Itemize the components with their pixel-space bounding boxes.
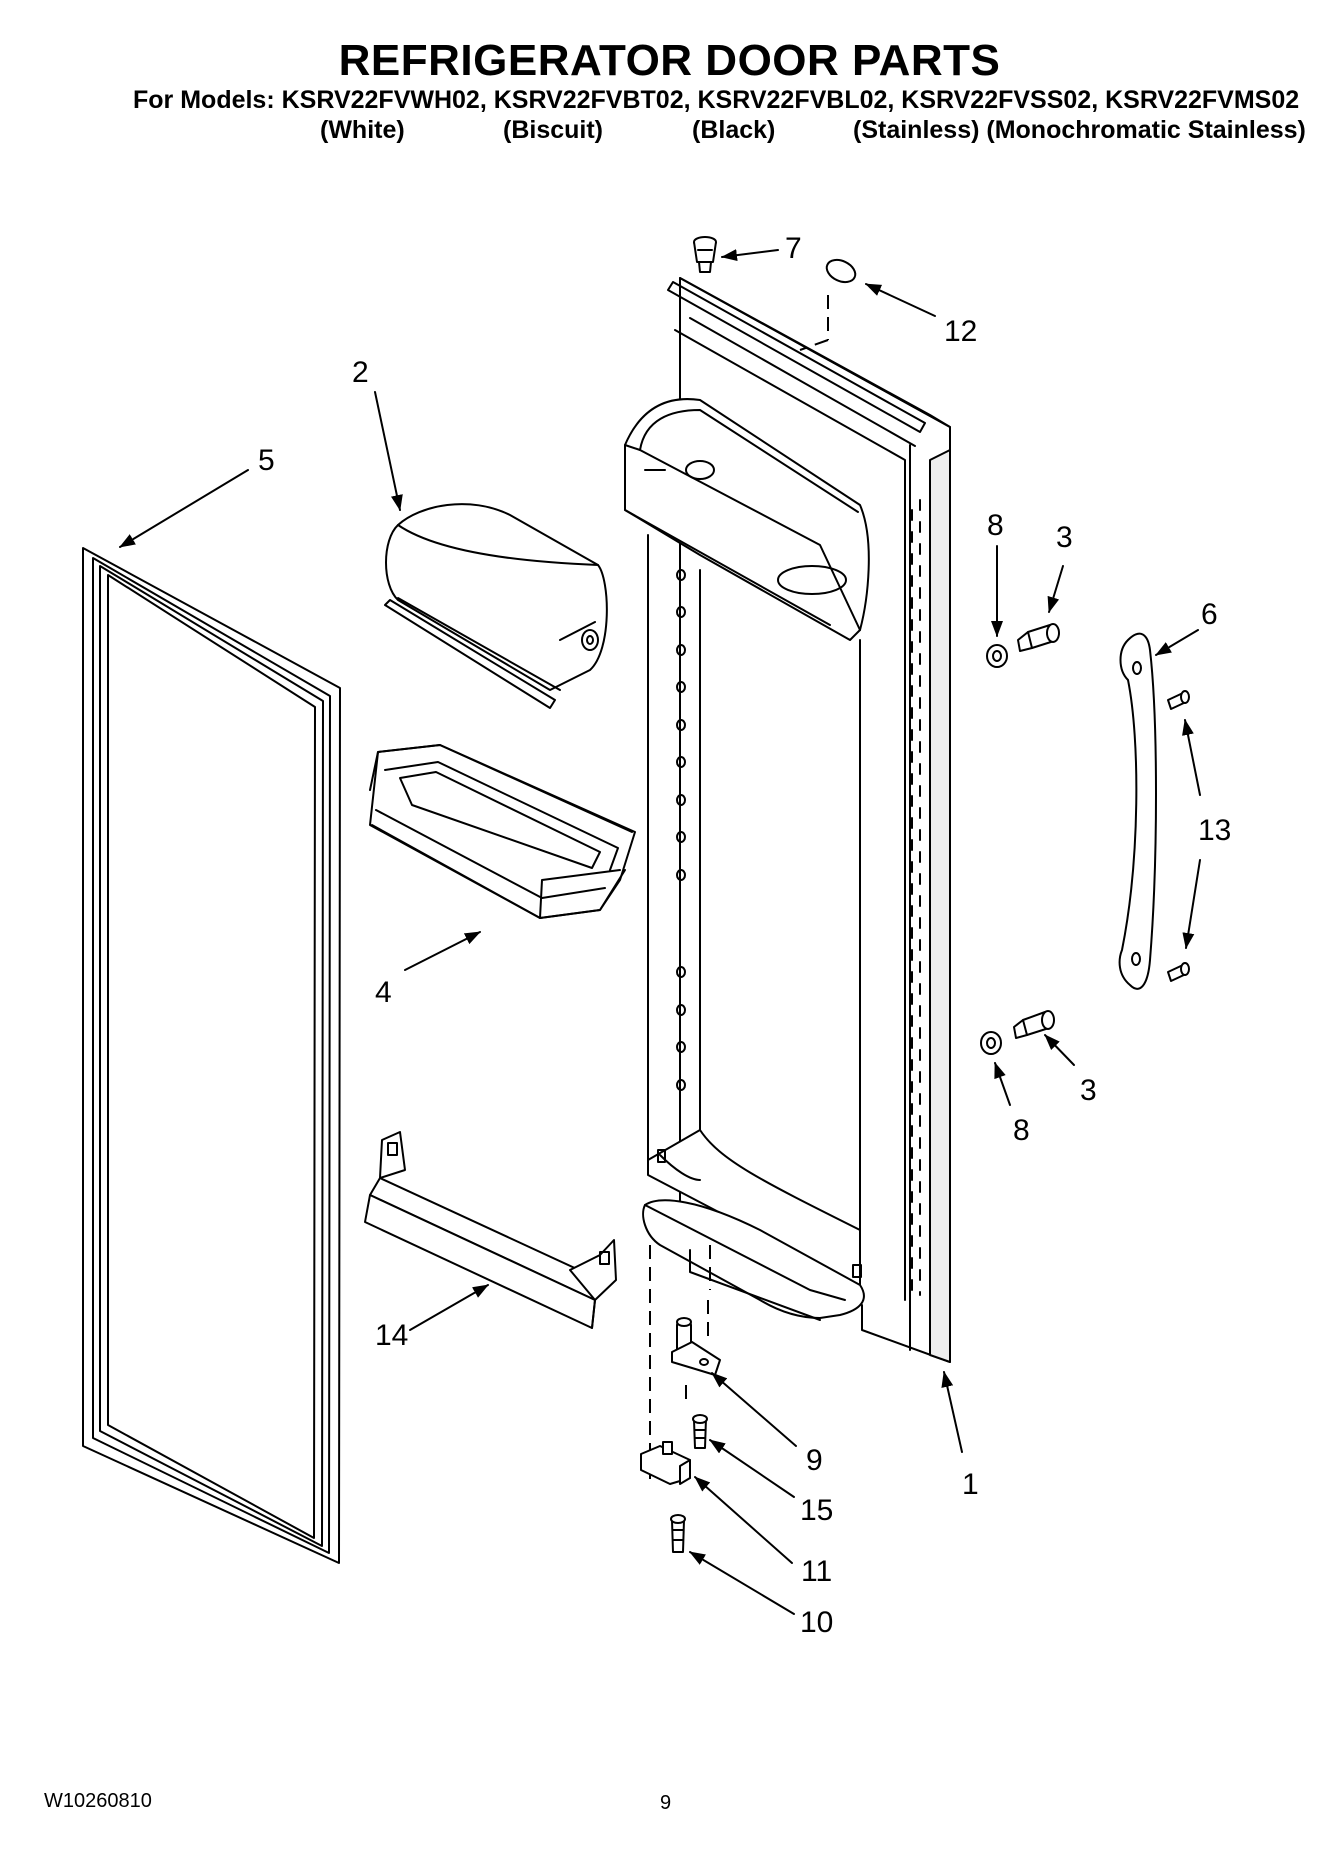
hinge-screw-part — [692, 1414, 708, 1449]
lower-hinge-part — [640, 1441, 691, 1485]
upper-hinge-part — [671, 1317, 721, 1376]
leader-arrow-2 — [374, 391, 403, 511]
callout-11: 11 — [801, 1555, 832, 1588]
bottom-screw-part — [670, 1514, 686, 1553]
handle-screw-upper-part — [1017, 623, 1060, 652]
door-bin-part — [369, 744, 636, 919]
callout-8-upper: 8 — [987, 509, 1004, 542]
callout-7: 7 — [785, 232, 802, 265]
leader-arrow-6 — [1155, 629, 1199, 656]
leader-arrow-14 — [409, 1284, 489, 1331]
set-screw-lower-part — [1167, 962, 1190, 982]
leader-arrow-11 — [694, 1476, 793, 1564]
callout-15: 15 — [800, 1494, 833, 1527]
door-handle-part — [1118, 632, 1157, 990]
variant-black: (Black) — [692, 116, 776, 144]
leader-arrow-3-upper — [1047, 565, 1064, 613]
callout-2: 2 — [352, 356, 369, 389]
callout-10: 10 — [800, 1606, 833, 1639]
leader-arrow-12 — [865, 283, 936, 317]
spacer-lower-part — [980, 1031, 1002, 1055]
callout-13: 13 — [1198, 814, 1231, 847]
variant-white: (White) — [320, 116, 405, 144]
callout-12: 12 — [944, 315, 977, 348]
leader-arrow-3-lower — [1044, 1034, 1075, 1066]
door-assembly-part — [624, 277, 951, 1363]
callout-3-lower: 3 — [1080, 1074, 1097, 1107]
leader-arrow-13-up — [1182, 719, 1201, 796]
leader-arrow-1 — [941, 1371, 963, 1453]
leader-arrow-10 — [689, 1551, 795, 1615]
set-screw-upper-part — [1167, 690, 1190, 710]
callout-5: 5 — [258, 444, 275, 477]
page-title: REFRIGERATOR DOOR PARTS — [338, 36, 1001, 85]
variant-stainless: (Stainless) (Monochromatic Stainless) — [853, 116, 1306, 144]
leader-arrow-4 — [404, 931, 481, 971]
leader-arrow-9 — [711, 1372, 797, 1447]
alignment-line — [799, 339, 829, 351]
callout-3-upper: 3 — [1056, 521, 1073, 554]
leader-arrow-13-down — [1182, 859, 1201, 949]
callout-4: 4 — [375, 976, 392, 1009]
leader-arrow-8-lower — [994, 1062, 1011, 1106]
spacer-upper-part — [986, 644, 1008, 668]
dairy-door-part — [384, 503, 608, 709]
document-number: W10260810 — [44, 1790, 152, 1812]
variant-biscuit: (Biscuit) — [503, 116, 603, 144]
leader-arrow-15 — [709, 1439, 795, 1498]
callout-9: 9 — [806, 1444, 823, 1477]
door-rail-part — [364, 1131, 617, 1329]
callout-14: 14 — [375, 1319, 408, 1352]
models-line: For Models: KSRV22FVWH02, KSRV22FVBT02, … — [133, 86, 1300, 114]
door-gasket-part — [82, 547, 341, 1564]
leader-arrow-7 — [721, 249, 779, 262]
callout-6: 6 — [1201, 598, 1218, 631]
page-number: 9 — [660, 1792, 672, 1814]
top-screw-part — [693, 236, 717, 273]
callout-8-lower: 8 — [1013, 1114, 1030, 1147]
callout-1: 1 — [962, 1468, 979, 1501]
plug-button-part — [825, 258, 857, 284]
leader-arrow-5 — [119, 469, 249, 548]
handle-screw-lower-part — [1013, 1010, 1055, 1039]
